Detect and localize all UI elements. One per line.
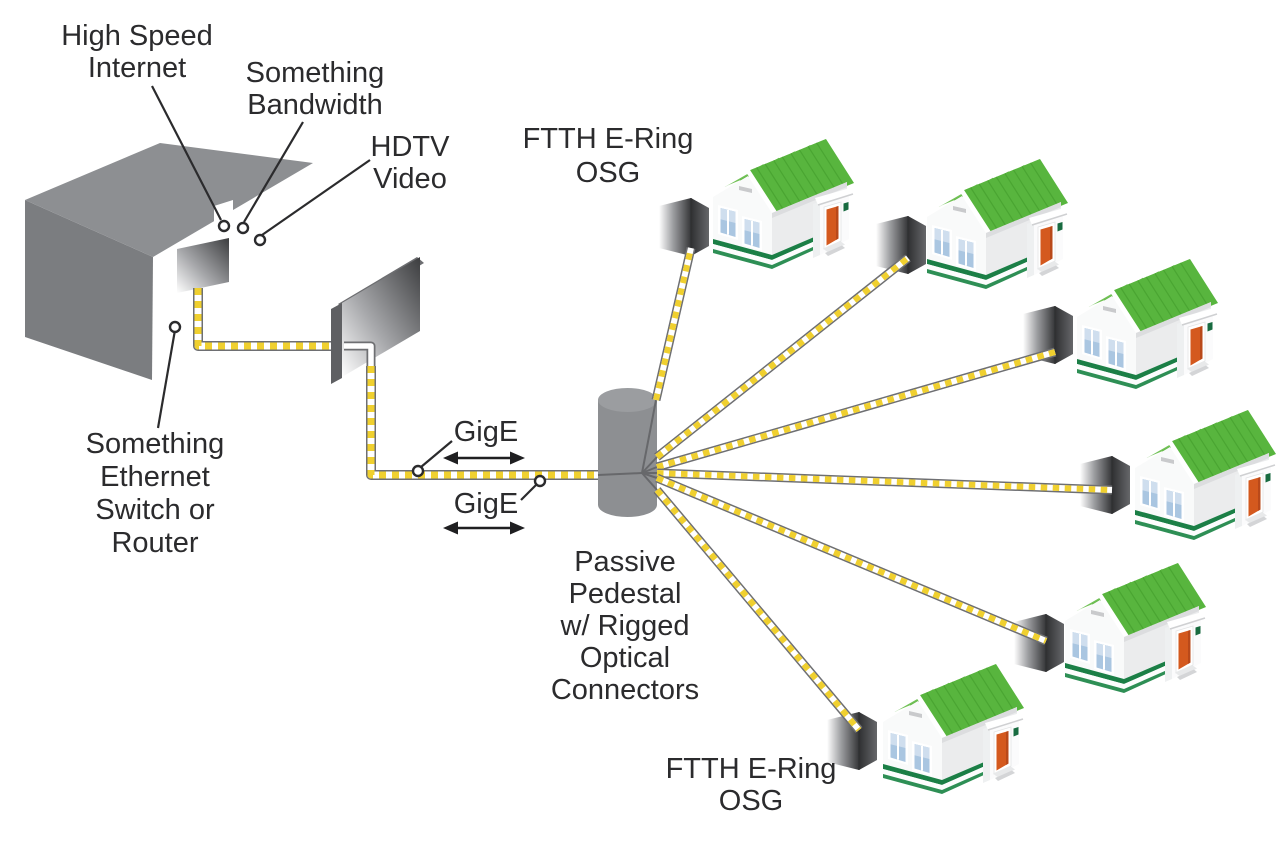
wall-terminal-1 (659, 197, 709, 257)
headend-left-face (25, 200, 153, 380)
house-3 (1072, 259, 1218, 389)
leader-gige-lower (520, 483, 538, 501)
callout-dot-switch (168, 320, 182, 334)
fiber-drop-3 (655, 347, 1057, 472)
label-something-bandwidth-2: Bandwidth (247, 89, 382, 121)
label-pedestal-2: Pedestal (569, 578, 682, 610)
label-gige-upper: GigE (454, 416, 518, 448)
label-ftth-ering-top-2: OSG (576, 157, 640, 189)
fiber-drop-4 (656, 468, 1113, 495)
house-4 (1130, 410, 1276, 540)
label-pedestal-3: w/ Rigged (560, 610, 690, 642)
house-2 (922, 159, 1068, 289)
label-pedestal-4: Optical (580, 642, 670, 674)
label-hdtv-video-2: Video (373, 163, 447, 195)
port-circle-internet (217, 219, 231, 233)
callout-dot-gige-lower (533, 474, 547, 488)
label-switch-router-2: Ethernet (100, 461, 210, 493)
leader-something-bandwidth (243, 121, 304, 223)
label-pedestal-1: Passive (574, 546, 676, 578)
headend-top-face (25, 143, 313, 257)
label-high-speed-internet-2: Internet (88, 52, 186, 84)
fiber-pedestal (597, 388, 658, 517)
label-switch-router-1: Something (86, 428, 225, 460)
gige-arrow-lower (443, 521, 525, 535)
port-circle-bandwidth (236, 221, 250, 235)
pedestal-splice-lines (597, 399, 658, 491)
callout-dot-gige-upper (411, 464, 425, 478)
trunk-cable-headend (193, 288, 342, 351)
label-ftth-ering-bottom-1: FTTH E-Ring (666, 753, 837, 785)
house-5 (1060, 563, 1206, 693)
leader-switch-router (156, 329, 177, 429)
leader-hdtv-video (261, 159, 371, 236)
label-gige-lower: GigE (454, 488, 518, 520)
ethernet-switch (331, 257, 424, 384)
pedestal-top (598, 388, 657, 412)
house-6 (878, 664, 1024, 794)
leader-high-speed-internet (151, 85, 222, 221)
cable-behind-switch (344, 341, 376, 367)
leader-gige-upper (420, 440, 453, 468)
label-pedestal-5: Connectors (551, 674, 699, 706)
leader-lines (151, 85, 547, 501)
headend-port-panel (177, 238, 229, 293)
house-1 (708, 139, 854, 269)
switch-left-edge (331, 303, 342, 384)
fiber-drop-2 (654, 254, 911, 461)
label-switch-router-3: Switch or (95, 494, 215, 526)
label-ftth-ering-top-1: FTTH E-Ring (523, 123, 694, 155)
headend-building (25, 143, 313, 380)
fiber-drop-6 (653, 487, 863, 733)
port-circle-video (253, 233, 267, 247)
gige-arrow-upper (443, 451, 525, 465)
fiber-drop-1 (651, 246, 696, 402)
pedestal-body (598, 400, 657, 517)
label-hdtv-video-1: HDTV (371, 131, 451, 163)
switch-front-face (342, 257, 420, 377)
label-something-bandwidth-1: Something (246, 57, 385, 89)
fiber-drop-5 (655, 473, 1048, 646)
headend-front-face (152, 163, 313, 380)
wall-terminal-5 (1014, 613, 1064, 673)
trunk-cable-feeder (366, 366, 598, 480)
label-switch-router-4: Router (111, 527, 198, 559)
label-high-speed-internet-1: High Speed (61, 20, 213, 52)
labels: High Speed Internet Something Bandwidth … (61, 20, 836, 817)
label-ftth-ering-bottom-2: OSG (719, 785, 783, 817)
